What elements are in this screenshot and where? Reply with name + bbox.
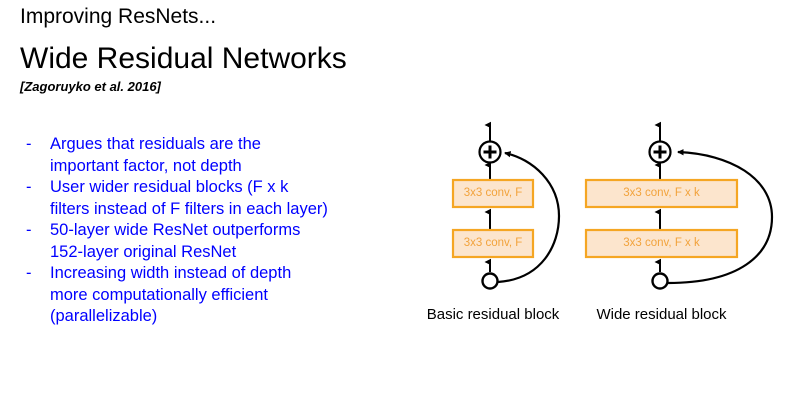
bullet-list: - Argues that residuals are the importan… — [26, 134, 426, 328]
basic-input-node — [481, 272, 499, 290]
citation-text: [Zagoruyko et al. 2016] — [20, 79, 161, 94]
basic-residual-block-caption: Basic residual block — [426, 306, 560, 323]
wide-residual-block-caption: Wide residual block — [596, 306, 727, 323]
wide-skip-connection — [667, 149, 774, 285]
list-item-text: User wider residual blocks (F x k filter… — [50, 178, 328, 218]
list-item: - 50-layer wide ResNet outperforms 152-l… — [26, 220, 426, 263]
list-item: - Increasing width instead of depth more… — [26, 263, 426, 328]
diagram-svg — [451, 121, 774, 290]
wide-conv-box-2 — [584, 228, 739, 259]
residual-block-diagram: 3x3 conv, F 3x3 conv, F 3x3 conv, F x k … — [420, 120, 797, 340]
slide-header: Improving ResNets... Wide Residual Netwo… — [20, 4, 540, 95]
bullet-marker-icon: - — [26, 135, 32, 153]
list-item-text: 50-layer wide ResNet outperforms 152-lay… — [50, 221, 301, 261]
list-item: - User wider residual blocks (F x k filt… — [26, 177, 426, 220]
basic-skip-connection — [497, 151, 561, 284]
bullet-marker-icon: - — [26, 178, 32, 196]
wide-residual-block-graphics — [584, 121, 774, 290]
wide-input-node — [651, 272, 669, 290]
wide-conv-box-1 — [584, 178, 739, 209]
basic-residual-block-graphics — [451, 121, 561, 290]
bullet-marker-icon: - — [26, 221, 32, 239]
page-title: Wide Residual Networks — [20, 42, 347, 75]
slide-kicker: Improving ResNets... — [20, 5, 217, 28]
basic-conv-box-1 — [451, 178, 535, 209]
list-item: - Argues that residuals are the importan… — [26, 134, 426, 177]
bullet-marker-icon: - — [26, 264, 32, 282]
list-item-text: Argues that residuals are the important … — [50, 135, 261, 175]
list-item-text: Increasing width instead of depth more c… — [50, 264, 292, 325]
basic-conv-box-2 — [451, 228, 535, 259]
